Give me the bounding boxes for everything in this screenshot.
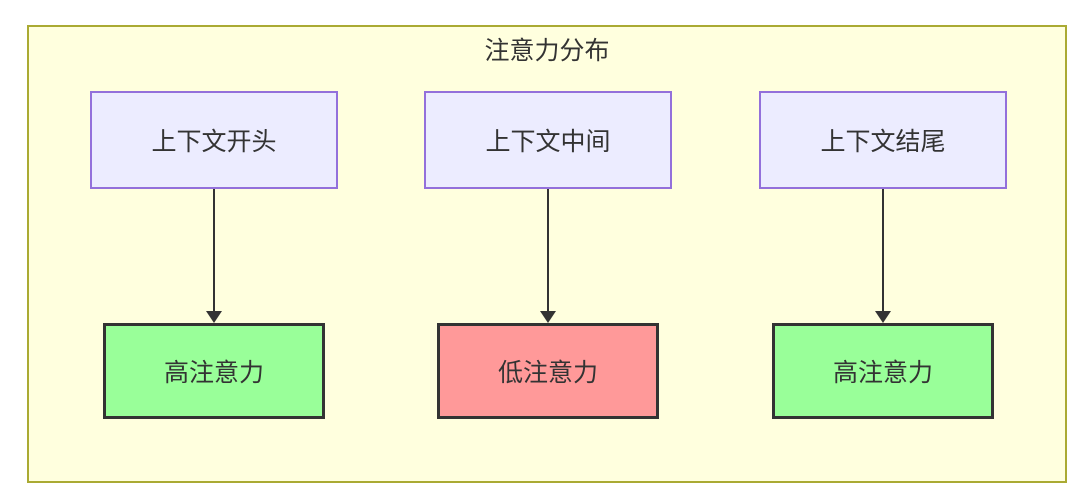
arrow-shaft xyxy=(882,189,884,311)
arrow-down-icon xyxy=(206,189,222,323)
arrow-down-icon xyxy=(875,189,891,323)
diagram-title: 注意力分布 xyxy=(484,37,610,65)
arrow-shaft xyxy=(213,189,215,311)
arrowhead-icon xyxy=(206,311,222,323)
node-low-attention: 低注意力 xyxy=(437,323,659,419)
arrowhead-icon xyxy=(875,311,891,323)
node-context-beginning: 上下文开头 xyxy=(90,91,338,189)
node-label: 高注意力 xyxy=(832,359,933,387)
flow-column-context-end: 上下文结尾 高注意力 xyxy=(759,91,1007,419)
node-label: 上下文中间 xyxy=(485,128,611,156)
node-label: 低注意力 xyxy=(497,359,598,387)
arrow-down-icon xyxy=(540,189,556,323)
attention-distribution-cluster: 注意力分布 上下文开头 高注意力 上下文中间 低注意力 xyxy=(27,25,1067,483)
arrowhead-icon xyxy=(540,311,556,323)
arrow-shaft xyxy=(547,189,549,311)
node-label: 高注意力 xyxy=(163,359,264,387)
node-high-attention-right: 高注意力 xyxy=(772,323,994,419)
flow-column-context-middle: 上下文中间 低注意力 xyxy=(424,91,672,419)
flow-column-context-beginning: 上下文开头 高注意力 xyxy=(90,91,338,419)
node-high-attention-left: 高注意力 xyxy=(103,323,325,419)
node-label: 上下文结尾 xyxy=(820,128,946,156)
node-context-end: 上下文结尾 xyxy=(759,91,1007,189)
node-context-middle: 上下文中间 xyxy=(424,91,672,189)
node-label: 上下文开头 xyxy=(151,128,277,156)
